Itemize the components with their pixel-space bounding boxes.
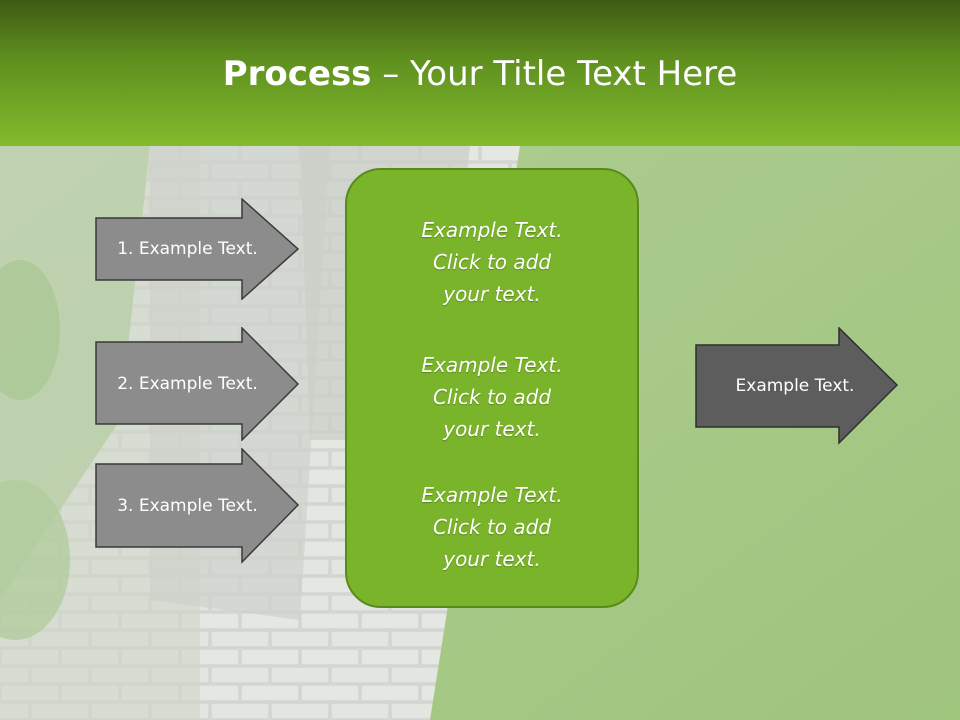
arrow-3-label: 3. Example Text. — [117, 496, 258, 516]
process-step-2-arrow[interactable]: 2. Example Text. — [95, 327, 300, 441]
process-step-3-arrow[interactable]: 3. Example Text. — [95, 448, 300, 564]
arrow-1-label: 1. Example Text. — [117, 239, 258, 259]
center-item-2-line1: Example Text. — [421, 353, 563, 377]
arrow-2-shape — [95, 327, 300, 441]
center-item-1-line2: Click to add — [432, 250, 552, 274]
center-item-2[interactable]: Example Text. Click to add your text. — [347, 349, 637, 445]
title-rest: – Your Title Text Here — [371, 54, 738, 94]
center-item-1[interactable]: Example Text. Click to add your text. — [347, 214, 637, 310]
center-item-3-line2: Click to add — [432, 515, 552, 539]
center-item-3[interactable]: Example Text. Click to add your text. — [347, 479, 637, 575]
slide-title[interactable]: Process – Your Title Text Here — [0, 52, 960, 96]
arrow-1-shape — [95, 198, 300, 300]
center-item-3-line3: your text. — [443, 547, 541, 571]
center-item-3-line1: Example Text. — [421, 483, 563, 507]
header-band — [0, 0, 960, 146]
center-item-1-line1: Example Text. — [421, 218, 563, 242]
center-item-2-line3: your text. — [443, 417, 541, 441]
title-bold: Process — [222, 54, 372, 94]
process-step-1-arrow[interactable]: 1. Example Text. — [95, 198, 300, 300]
result-arrow-label: Example Text. — [735, 376, 855, 396]
center-item-2-line2: Click to add — [432, 385, 552, 409]
arrow-3-shape — [95, 448, 300, 564]
result-arrow-shape — [695, 327, 899, 445]
arrow-2-label: 2. Example Text. — [117, 374, 258, 394]
center-item-1-line3: your text. — [443, 282, 541, 306]
center-content-box[interactable]: Example Text. Click to add your text. Ex… — [345, 168, 639, 608]
result-arrow[interactable]: Example Text. — [695, 327, 900, 445]
